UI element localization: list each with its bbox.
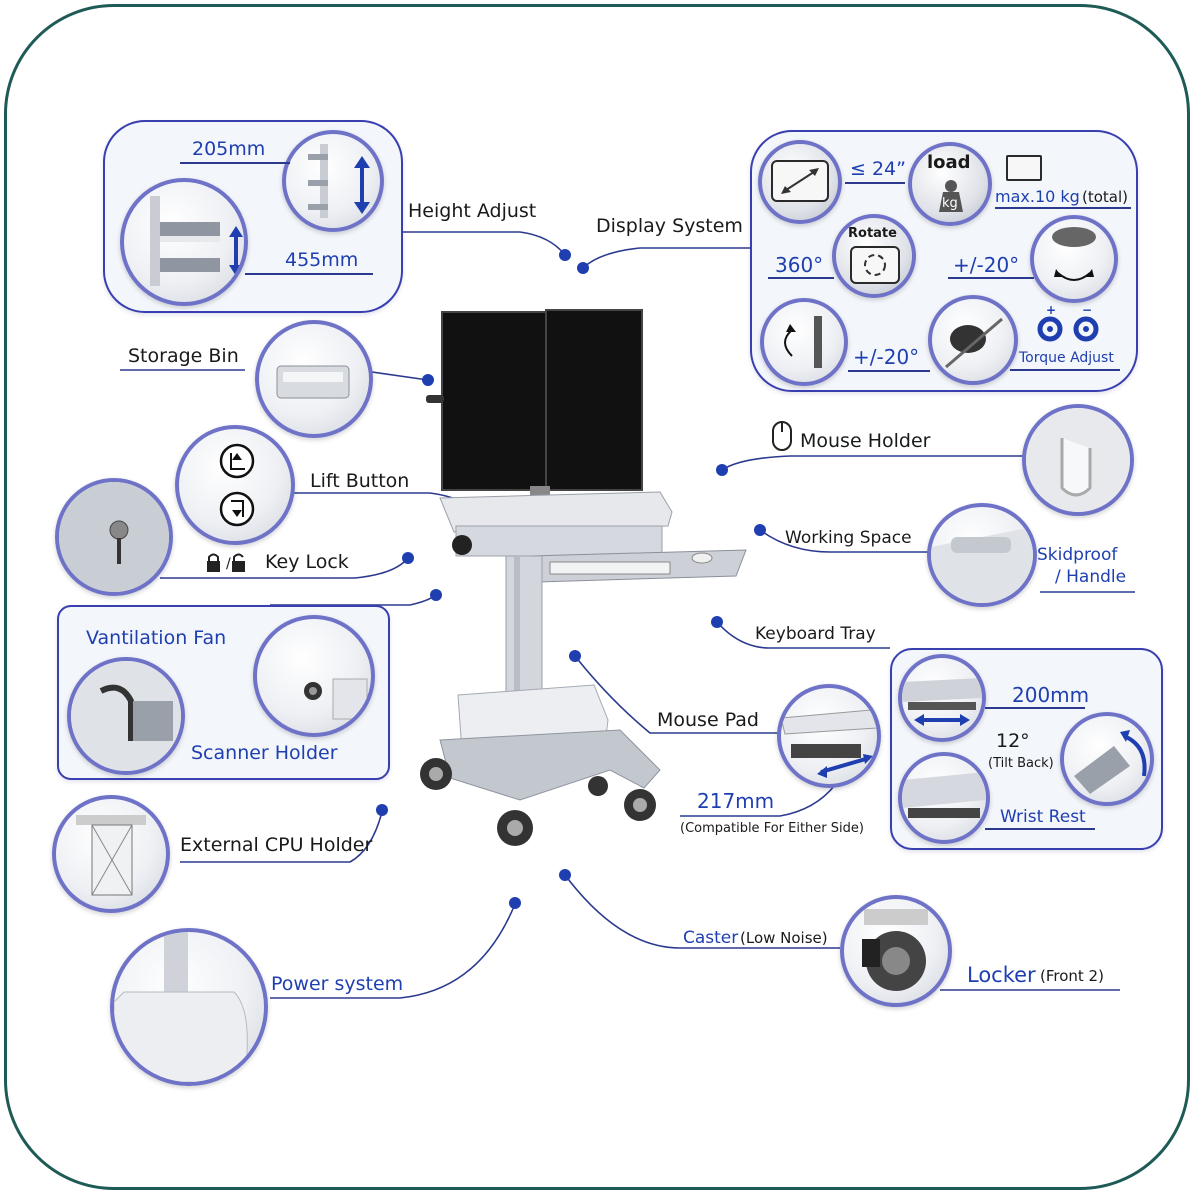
mouse-pad-image <box>777 684 881 788</box>
height-bottom-image <box>120 178 248 306</box>
mouse-pad-217-label: 217mm <box>697 789 775 813</box>
tilt-back-label: (Tilt Back) <box>988 756 1054 771</box>
svg-text:−: − <box>1082 305 1092 317</box>
lift-up-icon <box>219 443 255 479</box>
cpu-holder-image <box>52 795 170 913</box>
height-455-underline <box>245 273 373 275</box>
mouse-holder-label: Mouse Holder <box>800 430 931 452</box>
lift-down-icon <box>219 491 255 527</box>
scanner-holder-label: Scanner Holder <box>191 742 338 764</box>
ventilation-fan-label: Vantilation Fan <box>86 627 227 649</box>
tray-200-underline <box>985 707 1085 709</box>
handle-label: / Handle <box>1055 567 1127 587</box>
outer-frame <box>4 4 1190 1190</box>
low-noise-label: (Low Noise) <box>740 929 828 947</box>
torque-icon: + − <box>1036 303 1106 345</box>
caster-image <box>840 895 952 1007</box>
tilt-top-circle <box>1030 215 1118 303</box>
tilt-deg-label-2: +/-20° <box>853 345 920 369</box>
locker-label: Locker <box>967 963 1036 987</box>
keyboard-tray-label: Keyboard Tray <box>755 624 876 644</box>
lift-button-label: Lift Button <box>310 470 410 492</box>
scanner-holder-image <box>67 657 185 775</box>
external-cpu-label: External CPU Holder <box>180 834 373 856</box>
display-system-label: Display System <box>596 215 743 237</box>
mouse-pad-label: Mouse Pad <box>657 709 759 731</box>
weight-icon <box>934 180 968 214</box>
swivel-circle <box>760 298 848 386</box>
rotate-icon <box>850 246 900 284</box>
mouse-holder-image <box>1022 404 1134 516</box>
skidproof-image <box>927 503 1037 607</box>
tray-slide-image <box>898 654 986 742</box>
tilt-12-label: 12° <box>996 730 1030 752</box>
torque-underline <box>1010 369 1120 371</box>
skidproof-label: Skidproof <box>1037 545 1118 565</box>
max-load-underline <box>995 207 1131 209</box>
power-system-label: Power system <box>271 973 404 995</box>
key-lock-image <box>55 478 173 596</box>
tilt-back-image <box>1060 712 1154 806</box>
storage-bin-label: Storage Bin <box>128 345 239 367</box>
tray-200-label: 200mm <box>1012 683 1090 707</box>
height-top-image <box>282 130 384 232</box>
display-size-underline <box>845 182 905 184</box>
max-load-label: max.10 kg <box>995 187 1080 206</box>
key-lock-label: Key Lock <box>265 551 349 573</box>
front-2-label: (Front 2) <box>1040 967 1104 985</box>
load-circle: load kg <box>908 142 992 226</box>
rotate-deg-underline <box>768 277 834 279</box>
kg-label: kg <box>942 196 958 211</box>
caster-label: Caster <box>683 928 739 948</box>
rotate-deg-label: 360° <box>775 253 824 277</box>
load-label: load <box>927 152 971 173</box>
height-adjust-label: Height Adjust <box>408 200 537 222</box>
tilt-deg-underline-1 <box>948 277 1034 279</box>
rotate-label: Rotate <box>848 226 897 241</box>
power-system-image <box>110 928 268 1086</box>
svg-text:+: + <box>1046 305 1056 317</box>
wrist-rest-label: Wrist Rest <box>1000 807 1086 827</box>
torque-adjust-label: Torque Adjust <box>1019 350 1114 366</box>
rotate-circle: Rotate <box>832 214 916 298</box>
display-size-label: ≤ 24” <box>850 158 906 180</box>
mouse-icon <box>771 420 793 452</box>
height-205-underline <box>180 162 290 164</box>
wrist-rest-image <box>898 752 990 844</box>
tilt-deg-label-1: +/-20° <box>953 253 1020 277</box>
working-space-label: Working Space <box>785 528 912 548</box>
key-lock-slash: / <box>226 556 231 572</box>
padlock-icon <box>205 552 247 574</box>
compatible-label: (Compatible For Either Side) <box>680 821 864 836</box>
tilt-deg-underline-2 <box>848 370 930 372</box>
ventilation-fan-image <box>253 615 375 737</box>
height-455-label: 455mm <box>285 249 359 271</box>
torque-circle <box>928 295 1018 385</box>
storage-bin-image <box>255 320 373 438</box>
wrist-rest-underline <box>985 828 1095 830</box>
height-205-label: 205mm <box>192 138 266 160</box>
lift-button-image <box>175 425 295 545</box>
total-label: (total) <box>1082 188 1129 206</box>
monitor-size-circle <box>758 140 842 224</box>
monitor-outline-icon <box>1006 155 1042 181</box>
cart-illustration <box>410 300 760 860</box>
monitor-size-icon <box>771 160 829 202</box>
